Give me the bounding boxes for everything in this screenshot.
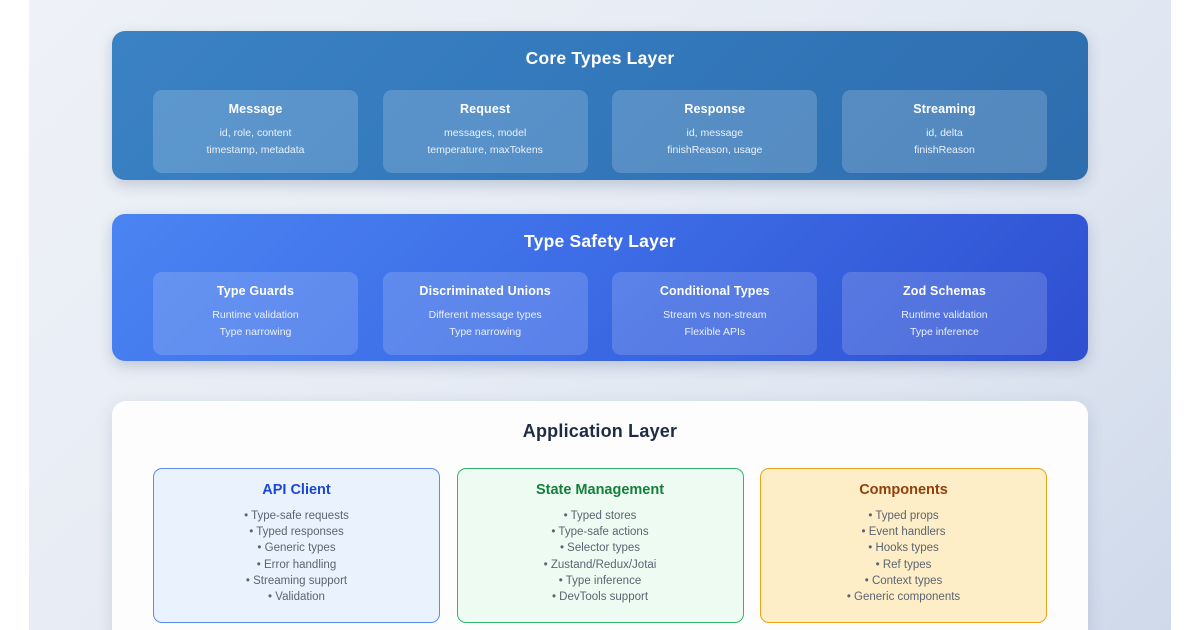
app-card-line: • Hooks types [769, 540, 1038, 556]
type-card-line: finishReason, usage [618, 142, 811, 159]
app-card-line: • Context types [769, 573, 1038, 589]
app-card-line: • Validation [162, 589, 431, 605]
type-card-line: id, delta [848, 125, 1041, 142]
safety-card-title: Zod Schemas [848, 284, 1041, 298]
core-types-card-row: Message id, role, content timestamp, met… [112, 90, 1088, 173]
app-card-line: • Typed responses [162, 524, 431, 540]
safety-card-conditional-types[interactable]: Conditional Types Stream vs non-stream F… [612, 272, 817, 355]
app-card-title: Components [769, 482, 1038, 498]
app-card-line: • Type-safe requests [162, 508, 431, 524]
app-card-line: • Ref types [769, 557, 1038, 573]
app-card-line: • Generic components [769, 589, 1038, 605]
layer-type-safety: Type Safety Layer Type Guards Runtime va… [112, 214, 1088, 361]
safety-card-type-guards[interactable]: Type Guards Runtime validation Type narr… [153, 272, 358, 355]
safety-card-line: Type narrowing [159, 324, 352, 341]
type-card-request[interactable]: Request messages, model temperature, max… [383, 90, 588, 173]
type-card-line: id, role, content [159, 125, 352, 142]
app-card-api-client[interactable]: API Client • Type-safe requests • Typed … [153, 468, 440, 623]
layer-core-types: Core Types Layer Message id, role, conte… [112, 31, 1088, 180]
app-card-line: • Zustand/Redux/Jotai [466, 557, 735, 573]
safety-card-title: Type Guards [159, 284, 352, 298]
safety-card-line: Stream vs non-stream [618, 307, 811, 324]
type-card-line: messages, model [389, 125, 582, 142]
layer-title-core-types: Core Types Layer [112, 31, 1088, 69]
type-card-line: temperature, maxTokens [389, 142, 582, 159]
layer-title-type-safety: Type Safety Layer [112, 214, 1088, 252]
type-card-line: timestamp, metadata [159, 142, 352, 159]
safety-card-line: Runtime validation [848, 307, 1041, 324]
type-card-title: Request [389, 102, 582, 116]
app-card-line: • Typed stores [466, 508, 735, 524]
app-card-title: API Client [162, 482, 431, 498]
type-card-title: Streaming [848, 102, 1041, 116]
layer-title-application: Application Layer [112, 401, 1088, 442]
type-safety-card-row: Type Guards Runtime validation Type narr… [112, 272, 1088, 355]
app-card-line: • Generic types [162, 540, 431, 556]
type-card-title: Message [159, 102, 352, 116]
type-card-line: id, message [618, 125, 811, 142]
app-card-line: • DevTools support [466, 589, 735, 605]
app-card-line: • Type-safe actions [466, 524, 735, 540]
safety-card-line: Different message types [389, 307, 582, 324]
app-card-line: • Error handling [162, 557, 431, 573]
safety-card-zod-schemas[interactable]: Zod Schemas Runtime validation Type infe… [842, 272, 1047, 355]
app-card-line: • Streaming support [162, 573, 431, 589]
app-card-line: • Typed props [769, 508, 1038, 524]
app-card-components[interactable]: Components • Typed props • Event handler… [760, 468, 1047, 623]
type-card-line: finishReason [848, 142, 1041, 159]
safety-card-line: Runtime validation [159, 307, 352, 324]
safety-card-title: Discriminated Unions [389, 284, 582, 298]
safety-card-line: Type inference [848, 324, 1041, 341]
app-card-line: • Type inference [466, 573, 735, 589]
layer-application: Application Layer API Client • Type-safe… [112, 401, 1088, 630]
type-card-title: Response [618, 102, 811, 116]
type-card-message[interactable]: Message id, role, content timestamp, met… [153, 90, 358, 173]
safety-card-line: Type narrowing [389, 324, 582, 341]
application-card-row: API Client • Type-safe requests • Typed … [112, 468, 1088, 623]
safety-card-title: Conditional Types [618, 284, 811, 298]
safety-card-discriminated-unions[interactable]: Discriminated Unions Different message t… [383, 272, 588, 355]
type-card-response[interactable]: Response id, message finishReason, usage [612, 90, 817, 173]
app-card-title: State Management [466, 482, 735, 498]
type-card-streaming[interactable]: Streaming id, delta finishReason [842, 90, 1047, 173]
app-card-line: • Event handlers [769, 524, 1038, 540]
app-card-line: • Selector types [466, 540, 735, 556]
safety-card-line: Flexible APIs [618, 324, 811, 341]
app-card-state-management[interactable]: State Management • Typed stores • Type-s… [457, 468, 744, 623]
